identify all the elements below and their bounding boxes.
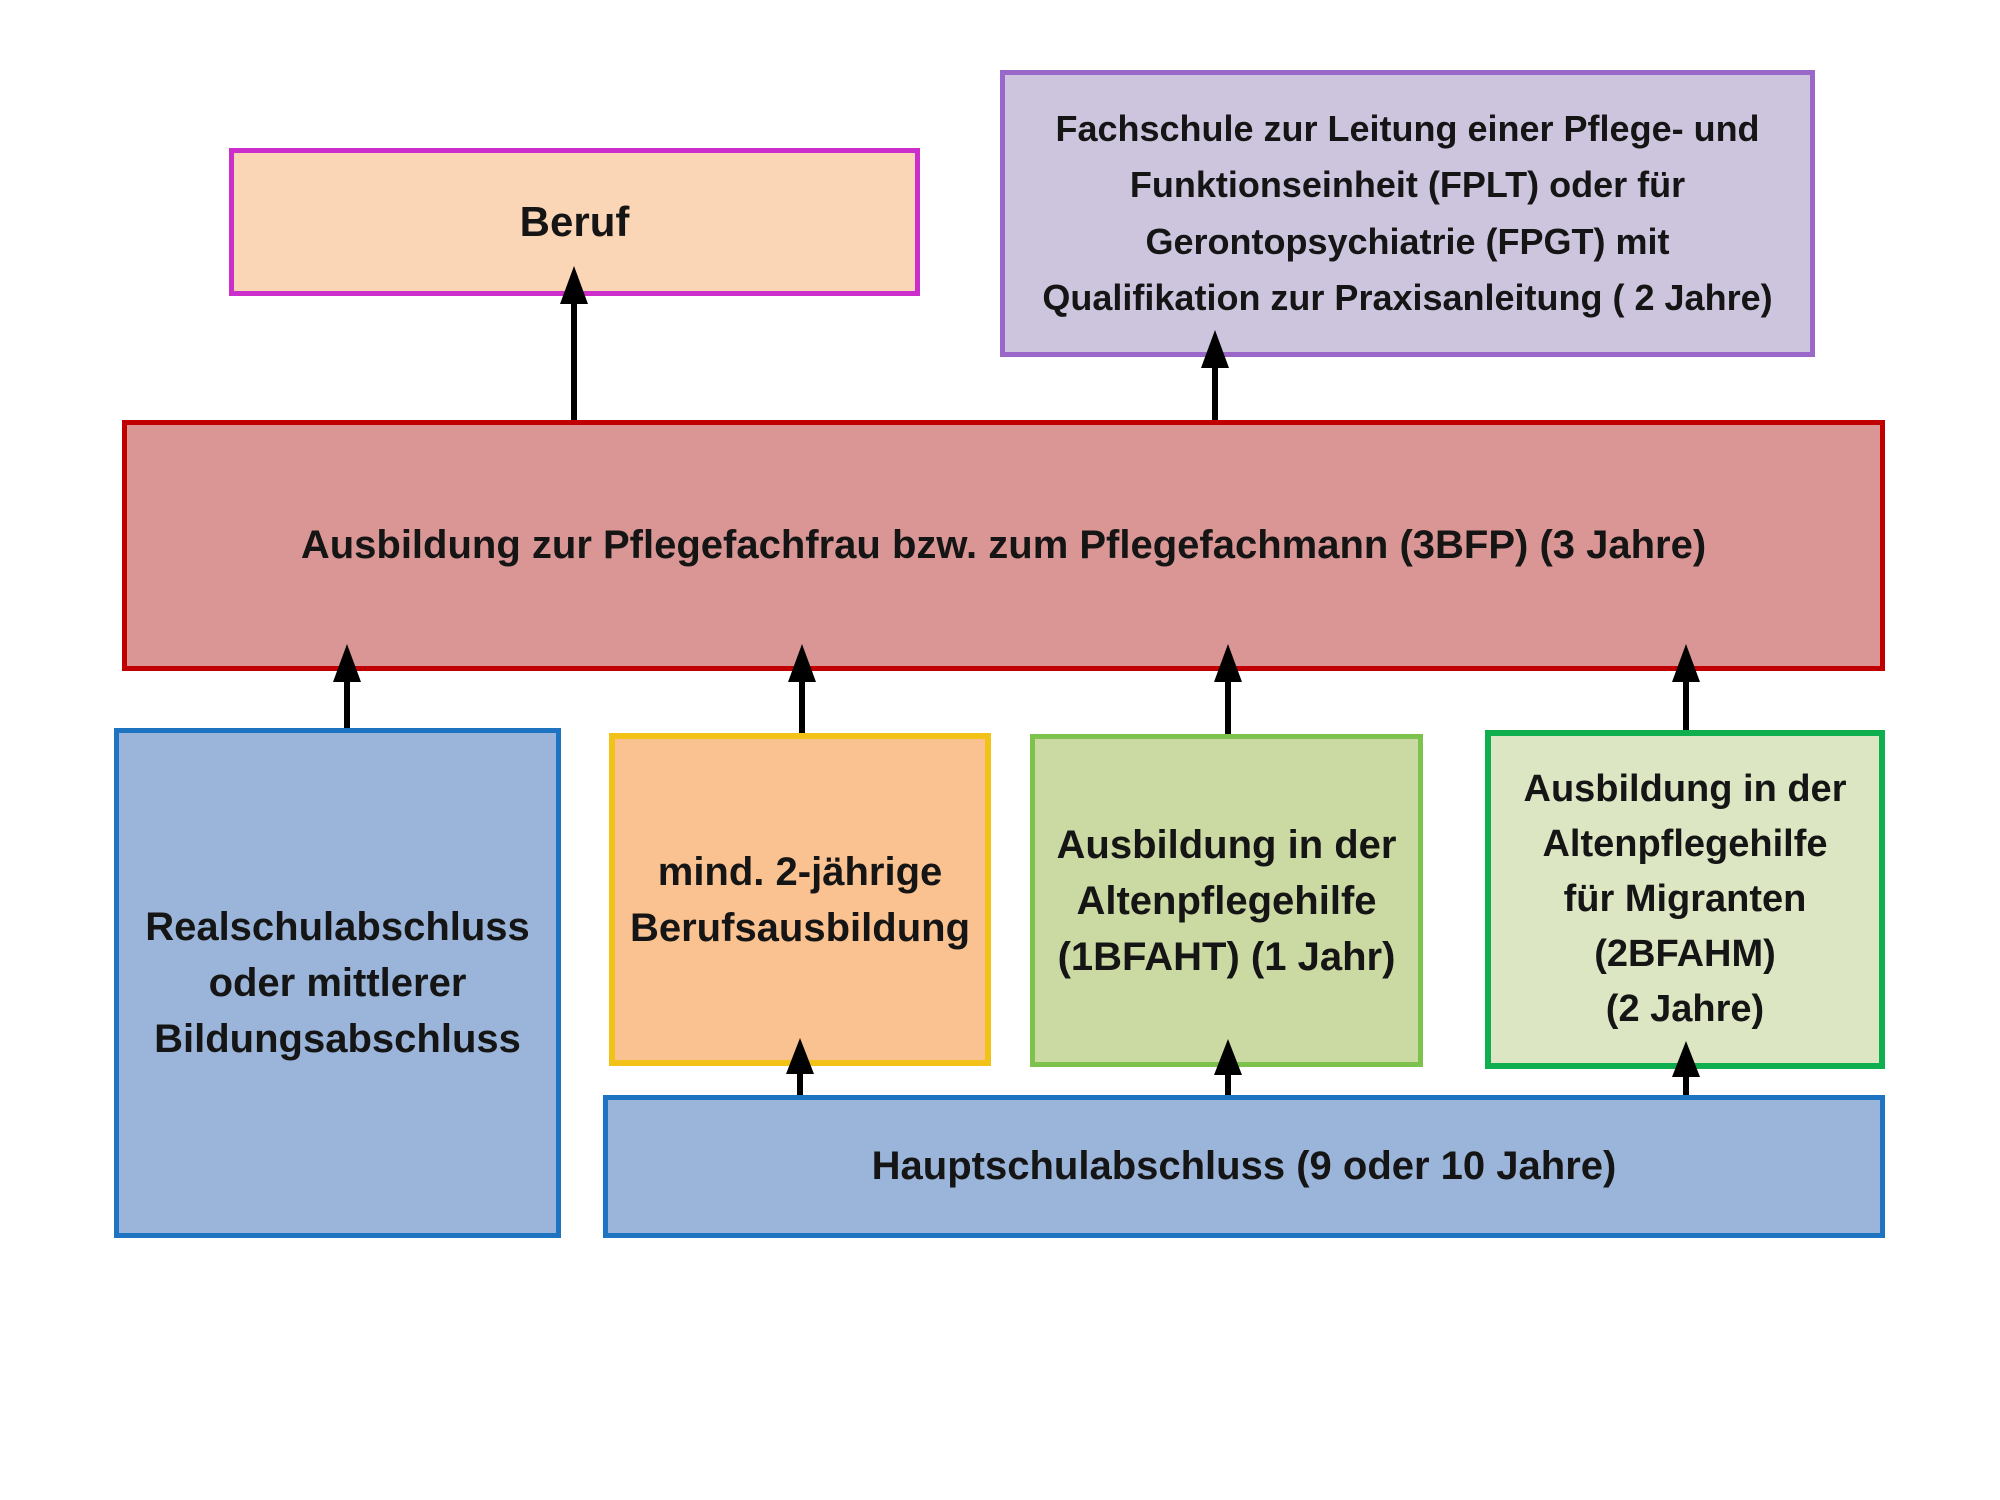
box-beruf: Beruf [229, 148, 920, 296]
box-hauptschulabschluss: Hauptschulabschluss (9 oder 10 Jahre) [603, 1095, 1885, 1238]
box-realschulabschluss: Realschulabschluss oder mittlerer Bildun… [114, 728, 561, 1238]
box-altenpflegehilfe-migranten-2bfahm: Ausbildung in der Altenpflegehilfe für M… [1485, 730, 1885, 1069]
box-fachschule-label: Fachschule zur Leitung einer Pflege- und… [1042, 108, 1773, 318]
box-altenpflegehilfe-label: Ausbildung in der Altenpflegehilfe (1BFA… [1056, 822, 1397, 979]
box-pflegefachausbildung-label: Ausbildung zur Pflegefachfrau bzw. zum P… [300, 523, 1707, 567]
box-fachschule-fplt-fpgt: Fachschule zur Leitung einer Pflege- und… [1000, 70, 1815, 357]
box-hauptschulabschluss-label: Hauptschulabschluss (9 oder 10 Jahre) [871, 1144, 1617, 1188]
box-altenpflegehilfe-migranten-label: Ausbildung in der Altenpflegehilfe für M… [1523, 767, 1847, 1031]
box-altenpflegehilfe-1bfaht: Ausbildung in der Altenpflegehilfe (1BFA… [1030, 734, 1423, 1067]
box-pflegefachausbildung-3bfp: Ausbildung zur Pflegefachfrau bzw. zum P… [122, 420, 1885, 671]
box-beruf-label: Beruf [519, 198, 630, 245]
box-berufsausbildung-label: mind. 2-jährige Berufsausbildung [629, 849, 971, 950]
box-berufsausbildung: mind. 2-jährige Berufsausbildung [609, 733, 991, 1066]
box-realschulabschluss-label: Realschulabschluss oder mittlerer Bildun… [145, 905, 530, 1061]
